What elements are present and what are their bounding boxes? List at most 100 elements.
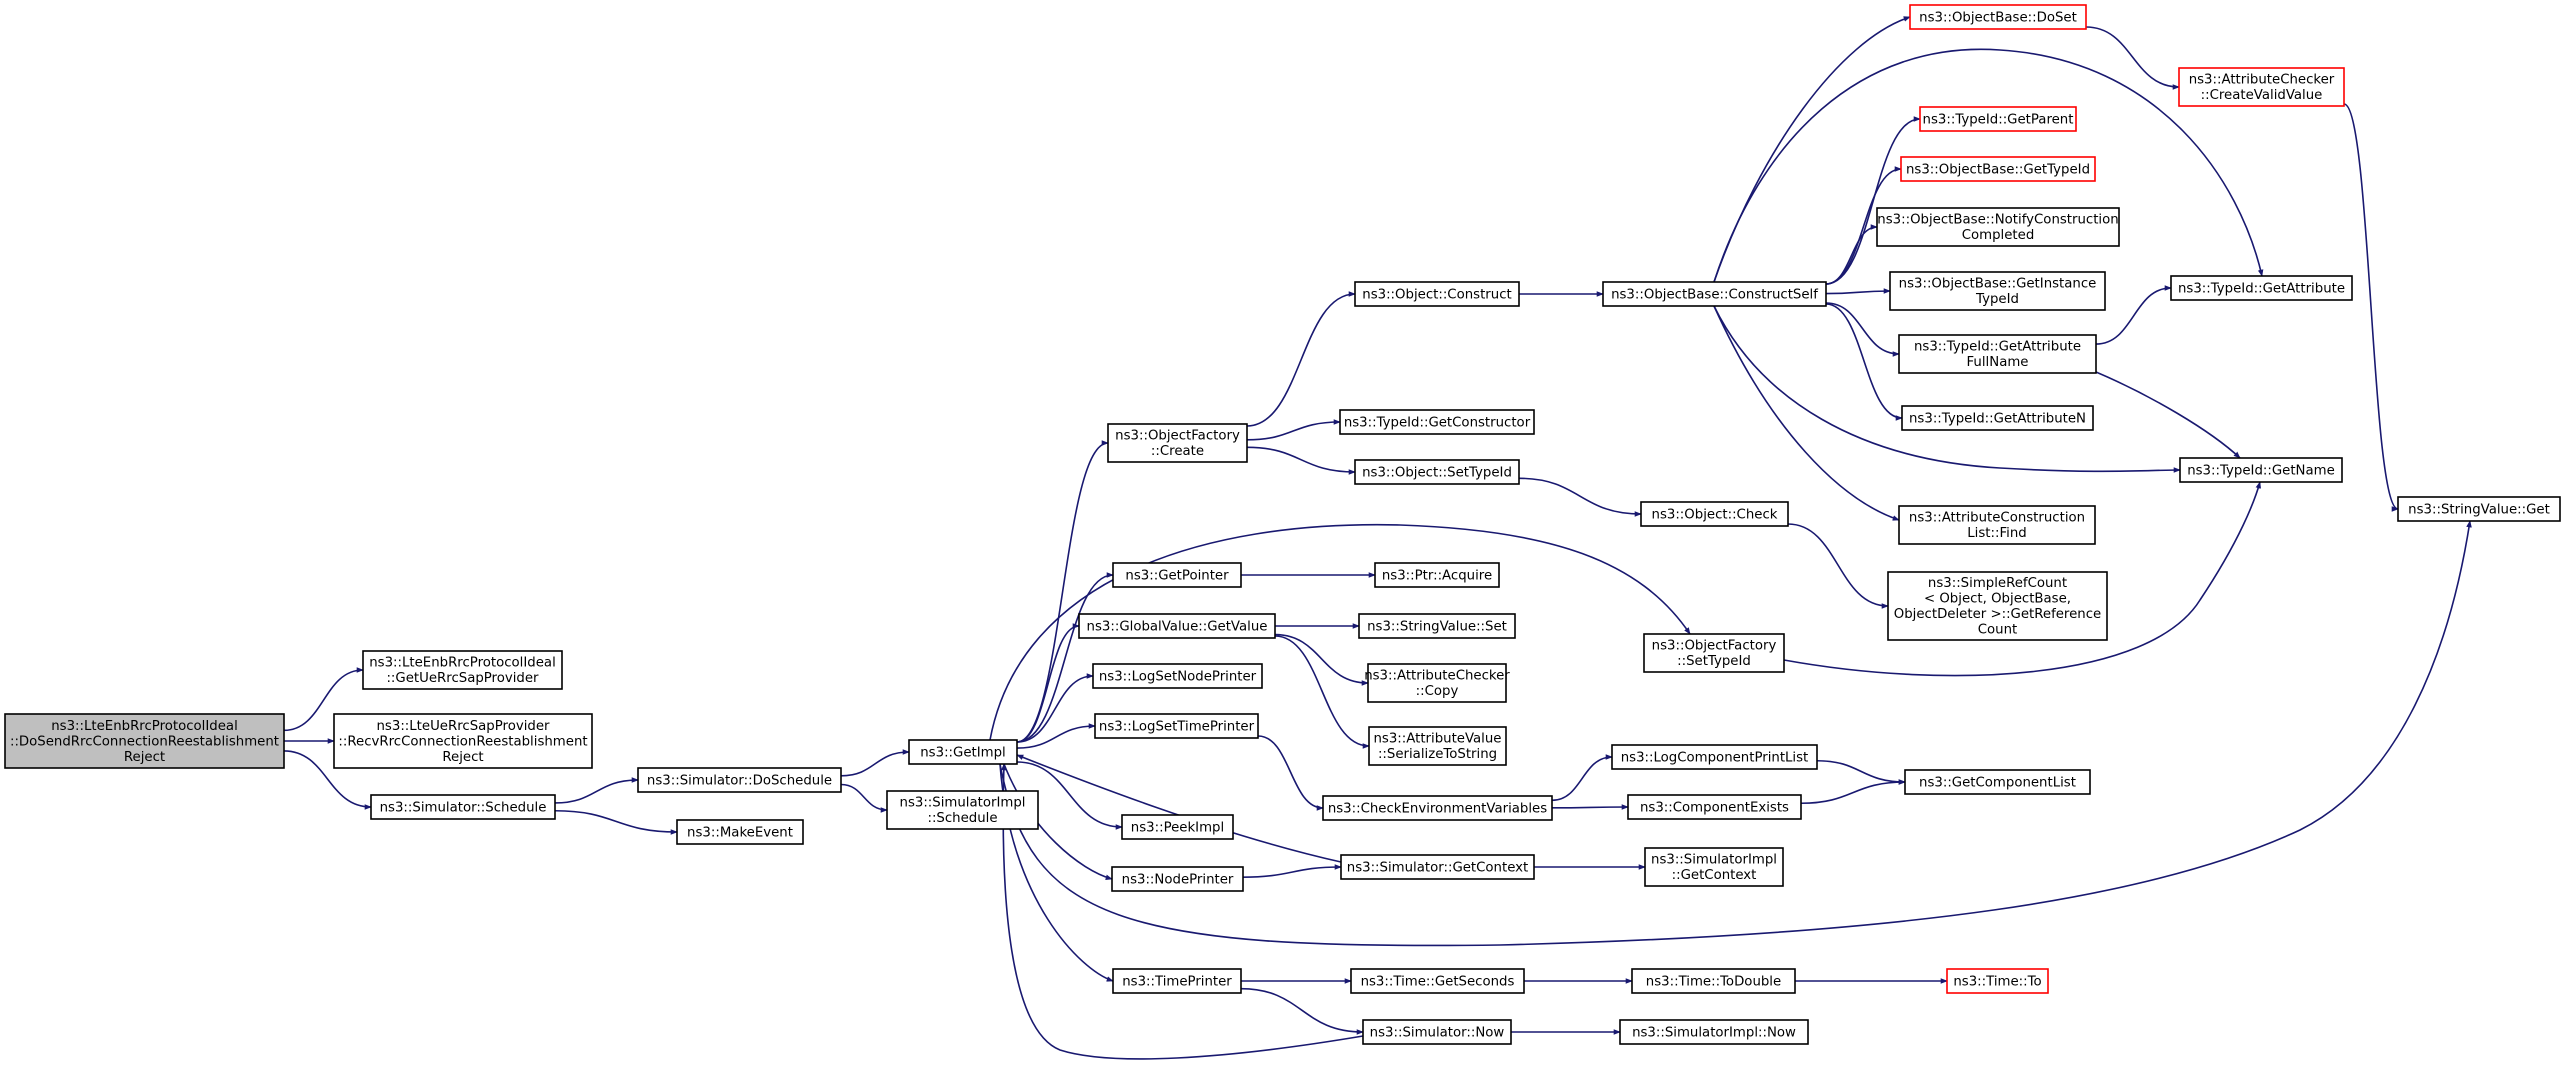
function-node-simNow[interactable]: ns3::Simulator::Now [1362,1019,1512,1045]
node-label: ns3::TypeId::GetParent [1923,112,2074,127]
function-node-simGetContext[interactable]: ns3::Simulator::GetContext [1340,854,1535,880]
function-node-objBaseNotifyConstructionCompleted[interactable]: ns3::ObjectBase::NotifyConstructionCompl… [1876,207,2120,247]
function-node-globalValueGetValue[interactable]: ns3::GlobalValue::GetValue [1078,613,1276,639]
node-box [637,767,842,793]
node-box [1901,405,2094,431]
function-node-logSetNodePrinter[interactable]: ns3::LogSetNodePrinter [1092,663,1263,689]
function-node-attrValueSerialize[interactable]: ns3::AttributeValue::SerializeToString [1368,726,1507,766]
function-node-timeGetSeconds[interactable]: ns3::Time::GetSeconds [1350,968,1525,994]
node-box [1358,613,1516,639]
node-label: ::GetUeRrcSapProvider [386,671,539,686]
function-node-attrCheckerCreateValidValue[interactable]: ns3::AttributeChecker::CreateValidValue [2178,67,2345,107]
function-node-objCheck[interactable]: ns3::Object::Check [1640,501,1789,527]
root-function-node: ns3::LteEnbRrcProtocolIdeal::DoSendRrcCo… [4,713,285,769]
function-node-getComponentList[interactable]: ns3::GetComponentList [1904,769,2091,795]
function-node-stringValueGet[interactable]: ns3::StringValue::Get [2397,496,2561,522]
function-node-stringValueSet[interactable]: ns3::StringValue::Set [1358,613,1516,639]
function-node-getImpl[interactable]: ns3::GetImpl [908,739,1018,765]
node-label: ns3::LteEnbRrcProtocolIdeal [369,656,556,671]
function-node-getPointer[interactable]: ns3::GetPointer [1112,562,1242,588]
function-node-timeToDouble[interactable]: ns3::Time::ToDouble [1631,968,1796,994]
function-node-typeIdGetParent[interactable]: ns3::TypeId::GetParent [1919,106,2077,132]
node-label: ns3::Time::GetSeconds [1361,974,1515,989]
node-box [1644,847,1784,887]
node-label: ns3::GlobalValue::GetValue [1087,619,1268,634]
function-node-peekImpl[interactable]: ns3::PeekImpl [1121,814,1234,840]
function-node-logComponentPrintList[interactable]: ns3::LogComponentPrintList [1611,744,1818,770]
node-label: ns3::NodePrinter [1122,872,1234,887]
function-node-typeIdGetConstructor[interactable]: ns3::TypeId::GetConstructor [1339,409,1535,435]
call-edge [1016,673,1094,743]
function-node-recvRrcConnReestReject[interactable]: ns3::LteUeRrcSapProvider::RecvRrcConnect… [333,713,593,769]
function-node-checkEnvVars[interactable]: ns3::CheckEnvironmentVariables [1322,795,1553,821]
node-label: ns3::LogSetTimePrinter [1099,719,1255,734]
function-node-simImplGetContext[interactable]: ns3::SimulatorImpl::GetContext [1644,847,1784,887]
function-node-objBaseGetTypeId[interactable]: ns3::ObjectBase::GetTypeId [1900,156,2096,182]
node-label: ns3::Simulator::Now [1370,1025,1505,1040]
function-node-objConstruct[interactable]: ns3::Object::Construct [1354,281,1520,307]
call-edge [989,523,1691,741]
function-node-typeIdGetName[interactable]: ns3::TypeId::GetName [2179,457,2343,483]
function-node-componentExists[interactable]: ns3::ComponentExists [1627,794,1802,820]
node-label: ::GetContext [1672,868,1757,883]
call-edge [1783,481,2262,677]
node-box [1094,713,1259,739]
call-edge [1246,446,1356,475]
node-label: ::CreateValidValue [2201,88,2323,103]
node-label: ns3::ObjectBase::ConstructSelf [1611,287,1818,302]
node-label: ns3::LogSetNodePrinter [1099,669,1257,684]
node-label: Reject [442,750,483,765]
node-label: ns3::Time::ToDouble [1646,974,1781,989]
call-edge [999,520,2472,947]
node-label: Count [1978,623,2018,638]
function-node-typeIdGetAttribute[interactable]: ns3::TypeId::GetAttribute [2170,275,2353,301]
node-label: ::DoSendRrcConnectionReestablishment [10,734,279,749]
function-node-timePrinter[interactable]: ns3::TimePrinter [1112,968,1242,994]
function-node-objFactoryCreate[interactable]: ns3::ObjectFactory::Create [1107,423,1248,463]
node-box [1631,968,1796,994]
node-box [1112,562,1242,588]
node-box [1611,744,1818,770]
node-label: ns3::GetComponentList [1919,775,2076,790]
function-node-ptrAcquire[interactable]: ns3::Ptr::Acquire [1374,562,1500,588]
function-node-simSchedule[interactable]: ns3::Simulator::Schedule [370,794,556,820]
function-node-objBaseConstructSelf[interactable]: ns3::ObjectBase::ConstructSelf [1602,281,1827,307]
node-box [1643,633,1785,673]
node-label: ns3::LogComponentPrintList [1621,750,1809,765]
function-node-attrCheckerCopy[interactable]: ns3::AttributeChecker::Copy [1364,663,1510,703]
node-box [1602,281,1827,307]
call-edge [1713,305,1900,521]
function-node-objSetTypeId[interactable]: ns3::Object::SetTypeId [1354,459,1520,485]
function-node-simpleRefCountGetRefCount[interactable]: ns3::SimpleRefCount< Object, ObjectBase,… [1887,571,2108,641]
function-node-objBaseDoSet[interactable]: ns3::ObjectBase::DoSet [1909,4,2087,30]
node-label: ns3::ObjectBase::NotifyConstruction [1877,213,2118,228]
function-node-objFactorySetTypeId[interactable]: ns3::ObjectFactory::SetTypeId [1643,633,1785,673]
node-box [1919,106,2077,132]
function-node-simImplNow[interactable]: ns3::SimulatorImpl::Now [1619,1019,1809,1045]
node-label: ns3::TypeId::GetName [2187,463,2335,478]
call-edge [1246,419,1341,441]
node-box [1354,281,1520,307]
function-node-nodePrinter[interactable]: ns3::NodePrinter [1111,866,1244,892]
call-edge [1274,633,1369,686]
node-label: ns3::Object::Construct [1362,287,1511,302]
function-node-makeEvent[interactable]: ns3::MakeEvent [676,819,804,845]
function-node-getUeRrcSapProvider[interactable]: ns3::LteEnbRrcProtocolIdeal::GetUeRrcSap… [362,650,563,690]
function-node-logSetTimePrinter[interactable]: ns3::LogSetTimePrinter [1094,713,1259,739]
function-node-simImplSchedule[interactable]: ns3::SimulatorImpl::Schedule [886,790,1039,830]
node-box [1368,726,1507,766]
node-box [1107,423,1248,463]
function-node-timeTo[interactable]: ns3::Time::To [1946,968,2049,994]
node-label: ns3::ObjectBase::GetInstance [1899,277,2097,292]
node-box [1946,968,2049,994]
node-label: ns3::Object::SetTypeId [1362,465,1512,480]
call-edge [1800,779,1906,805]
function-node-doSchedule[interactable]: ns3::Simulator::DoSchedule [637,767,842,793]
node-box [2178,67,2345,107]
function-node-typeIdGetAttributeN[interactable]: ns3::TypeId::GetAttributeN [1901,405,2094,431]
node-box [1909,4,2087,30]
node-label: ns3::Simulator::Schedule [380,800,547,815]
